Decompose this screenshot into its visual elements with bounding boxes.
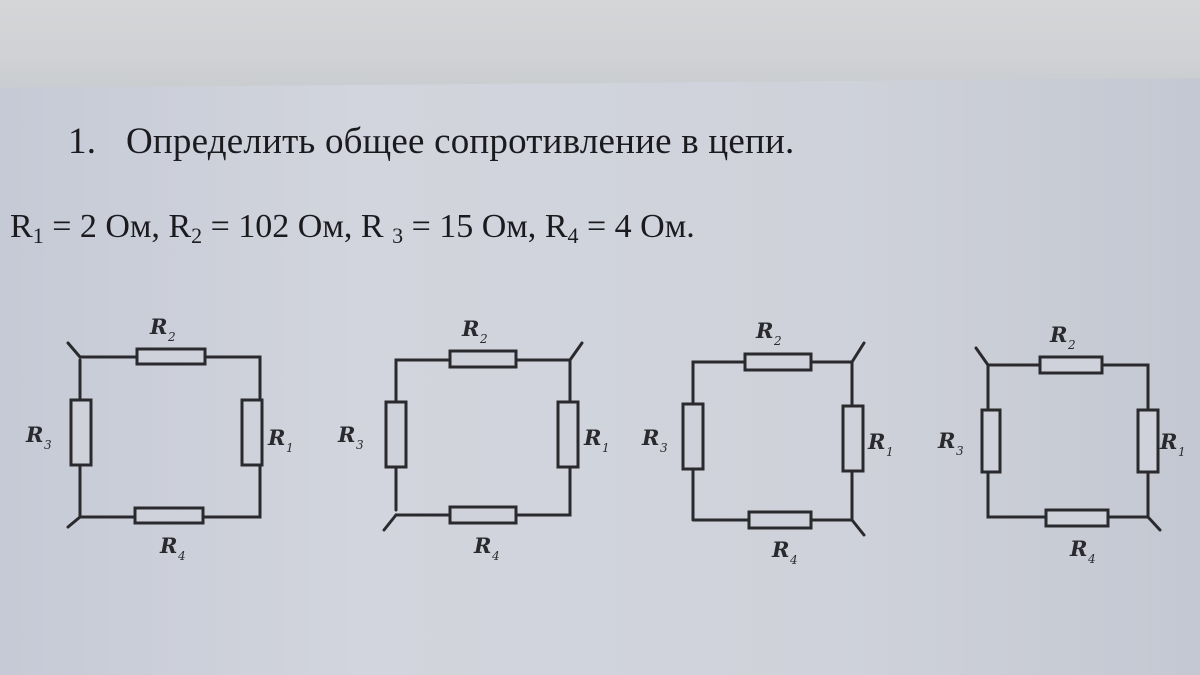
circuit-1-label-left: R bbox=[25, 422, 43, 447]
circuit-4-terminal-bottom bbox=[1146, 515, 1162, 532]
given-r1: R1 = 2 Ом, bbox=[10, 208, 160, 248]
circuit-1-terminal-bottom bbox=[66, 515, 82, 529]
paper-sheet bbox=[0, 78, 1200, 675]
circuit-1-wires bbox=[78, 355, 262, 519]
circuit-4-label-right-sub: 1 bbox=[1178, 445, 1186, 459]
circuit-3-label-right: R bbox=[867, 429, 885, 454]
circuit-4-label-bottom-sub: 4 bbox=[1087, 552, 1096, 566]
problem-number: 1. bbox=[68, 121, 97, 162]
circuit-4-resistor-top bbox=[1038, 355, 1104, 375]
given-r4: R4 = 4 Ом. bbox=[544, 208, 695, 248]
circuit-2-resistor-bottom bbox=[448, 505, 518, 525]
circuit-1-terminal-top bbox=[66, 341, 82, 359]
circuit-4-label-left-sub: 3 bbox=[956, 444, 964, 458]
circuit-4-resistor-right bbox=[1136, 408, 1160, 474]
circuit-2-label-left-sub: 3 bbox=[356, 438, 364, 452]
circuit-2-label-right-sub: 1 bbox=[602, 441, 610, 455]
circuit-3-label-top: R bbox=[755, 318, 773, 343]
circuit-1-label-top: R bbox=[149, 314, 167, 339]
circuit-4-label-left: R bbox=[937, 428, 955, 453]
circuit-4-wires bbox=[986, 363, 1150, 519]
circuit-1-label-bottom: R bbox=[159, 533, 177, 558]
circuit-3-label-bottom-sub: 4 bbox=[789, 553, 798, 567]
circuit-2-terminal-bottom bbox=[382, 513, 398, 532]
circuit-3 bbox=[681, 341, 866, 537]
circuit-4-label-right: R bbox=[1159, 429, 1177, 454]
given-r3: R 3 = 15 Ом, bbox=[360, 208, 537, 248]
circuit-3-label-left-sub: 3 bbox=[660, 441, 668, 455]
circuit-2-resistor-right bbox=[556, 400, 580, 469]
circuit-3-terminal-bottom bbox=[850, 518, 866, 537]
problem-statement: 1. Определить общее сопротивление в цепи. bbox=[68, 120, 794, 163]
circuit-3-resistor-left bbox=[681, 402, 705, 471]
circuit-3-resistor-top bbox=[743, 352, 813, 372]
circuit-2-wires bbox=[394, 358, 572, 517]
circuit-4-label-top-sub: 2 bbox=[1067, 338, 1076, 352]
given-values: R1 = 2 Ом, R2 = 102 Ом, R 3 = 15 Ом, R4 … bbox=[10, 208, 695, 249]
circuit-1-resistor-top bbox=[135, 347, 207, 366]
circuit-2-label-left: R bbox=[337, 422, 355, 447]
circuit-3-terminal-top bbox=[850, 341, 866, 364]
circuit-2-label-bottom-sub: 4 bbox=[491, 549, 500, 563]
circuit-1-resistor-right bbox=[240, 398, 264, 467]
circuit-2 bbox=[382, 341, 584, 532]
circuit-1-label-left-sub: 3 bbox=[44, 438, 52, 452]
circuit-3-resistor-bottom bbox=[747, 510, 813, 530]
circuit-1-label-right: R bbox=[267, 425, 285, 450]
circuit-3-wires bbox=[691, 360, 854, 522]
circuit-2-resistor-top bbox=[448, 349, 518, 369]
circuit-4-label-bottom: R bbox=[1069, 536, 1087, 561]
circuit-4-resistor-left bbox=[980, 408, 1002, 474]
circuit-3-label-right-sub: 1 bbox=[886, 445, 894, 459]
circuit-4-terminal-top bbox=[974, 346, 990, 367]
circuit-2-resistor-left bbox=[384, 400, 408, 469]
circuit-4 bbox=[974, 346, 1162, 532]
circuit-1-label-right-sub: 1 bbox=[286, 441, 294, 455]
circuit-1-label-top-sub: 2 bbox=[167, 330, 176, 344]
circuit-4-label-top: R bbox=[1049, 322, 1067, 347]
circuit-2-terminal-top bbox=[568, 341, 584, 362]
circuit-2-label-top-sub: 2 bbox=[479, 332, 488, 346]
circuit-3-label-left: R bbox=[641, 425, 659, 450]
given-r2: R2 = 102 Ом, bbox=[168, 208, 353, 248]
circuit-3-label-top-sub: 2 bbox=[773, 334, 782, 348]
problem-text: Определить общее сопротивление в цепи. bbox=[126, 121, 795, 162]
circuit-3-label-bottom: R bbox=[771, 537, 789, 562]
circuit-1-label-bottom-sub: 4 bbox=[177, 549, 186, 563]
circuit-1-resistor-bottom bbox=[133, 506, 205, 525]
circuit-2-label-top: R bbox=[461, 316, 479, 341]
circuit-1 bbox=[66, 341, 264, 529]
circuit-2-label-bottom: R bbox=[473, 533, 491, 558]
circuit-1-resistor-left bbox=[69, 398, 93, 467]
circuit-3-resistor-right bbox=[841, 404, 865, 473]
circuit-2-label-right: R bbox=[583, 425, 601, 450]
circuit-4-resistor-bottom bbox=[1044, 508, 1110, 528]
